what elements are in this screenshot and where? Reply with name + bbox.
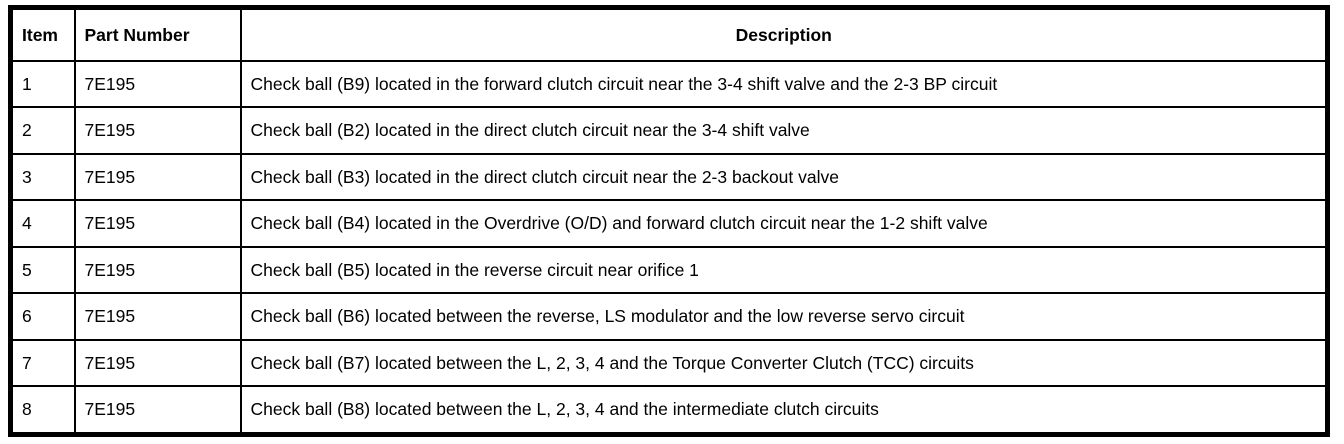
- item-cell: 1: [9, 59, 76, 109]
- item-cell: 5: [9, 245, 76, 295]
- description-cell: Check ball (B7) located between the L, 2…: [239, 338, 1329, 388]
- item-cell: 7: [9, 338, 76, 388]
- column-header-item: Item: [9, 6, 76, 62]
- description-cell: Check ball (B8) located between the L, 2…: [239, 385, 1329, 436]
- column-header-part-number: Part Number: [73, 6, 242, 62]
- column-header-description: Description: [239, 6, 1329, 62]
- item-cell: 2: [9, 106, 76, 155]
- part-number-cell: 7E195: [73, 199, 242, 248]
- description-cell: Check ball (B4) located in the Overdrive…: [239, 199, 1329, 248]
- description-cell: Check ball (B5) located in the reverse c…: [239, 245, 1329, 295]
- item-cell: 8: [9, 385, 76, 436]
- part-number-cell: 7E195: [73, 245, 242, 295]
- part-number-cell: 7E195: [73, 338, 242, 388]
- description-cell: Check ball (B9) located in the forward c…: [239, 59, 1329, 109]
- part-number-cell: 7E195: [73, 152, 242, 202]
- description-cell: Check ball (B2) located in the direct cl…: [239, 106, 1329, 155]
- part-number-cell: 7E195: [73, 59, 242, 109]
- description-cell: Check ball (B3) located in the direct cl…: [239, 152, 1329, 202]
- item-cell: 6: [9, 292, 76, 341]
- header-row: Item Part Number Description: [9, 6, 1329, 62]
- part-number-cell: 7E195: [73, 106, 242, 155]
- part-number-cell: 7E195: [73, 385, 242, 436]
- description-cell: Check ball (B6) located between the reve…: [239, 292, 1329, 341]
- table-header: Item Part Number Description: [9, 6, 1329, 62]
- item-cell: 3: [9, 152, 76, 202]
- item-cell: 4: [9, 199, 76, 248]
- part-number-cell: 7E195: [73, 292, 242, 341]
